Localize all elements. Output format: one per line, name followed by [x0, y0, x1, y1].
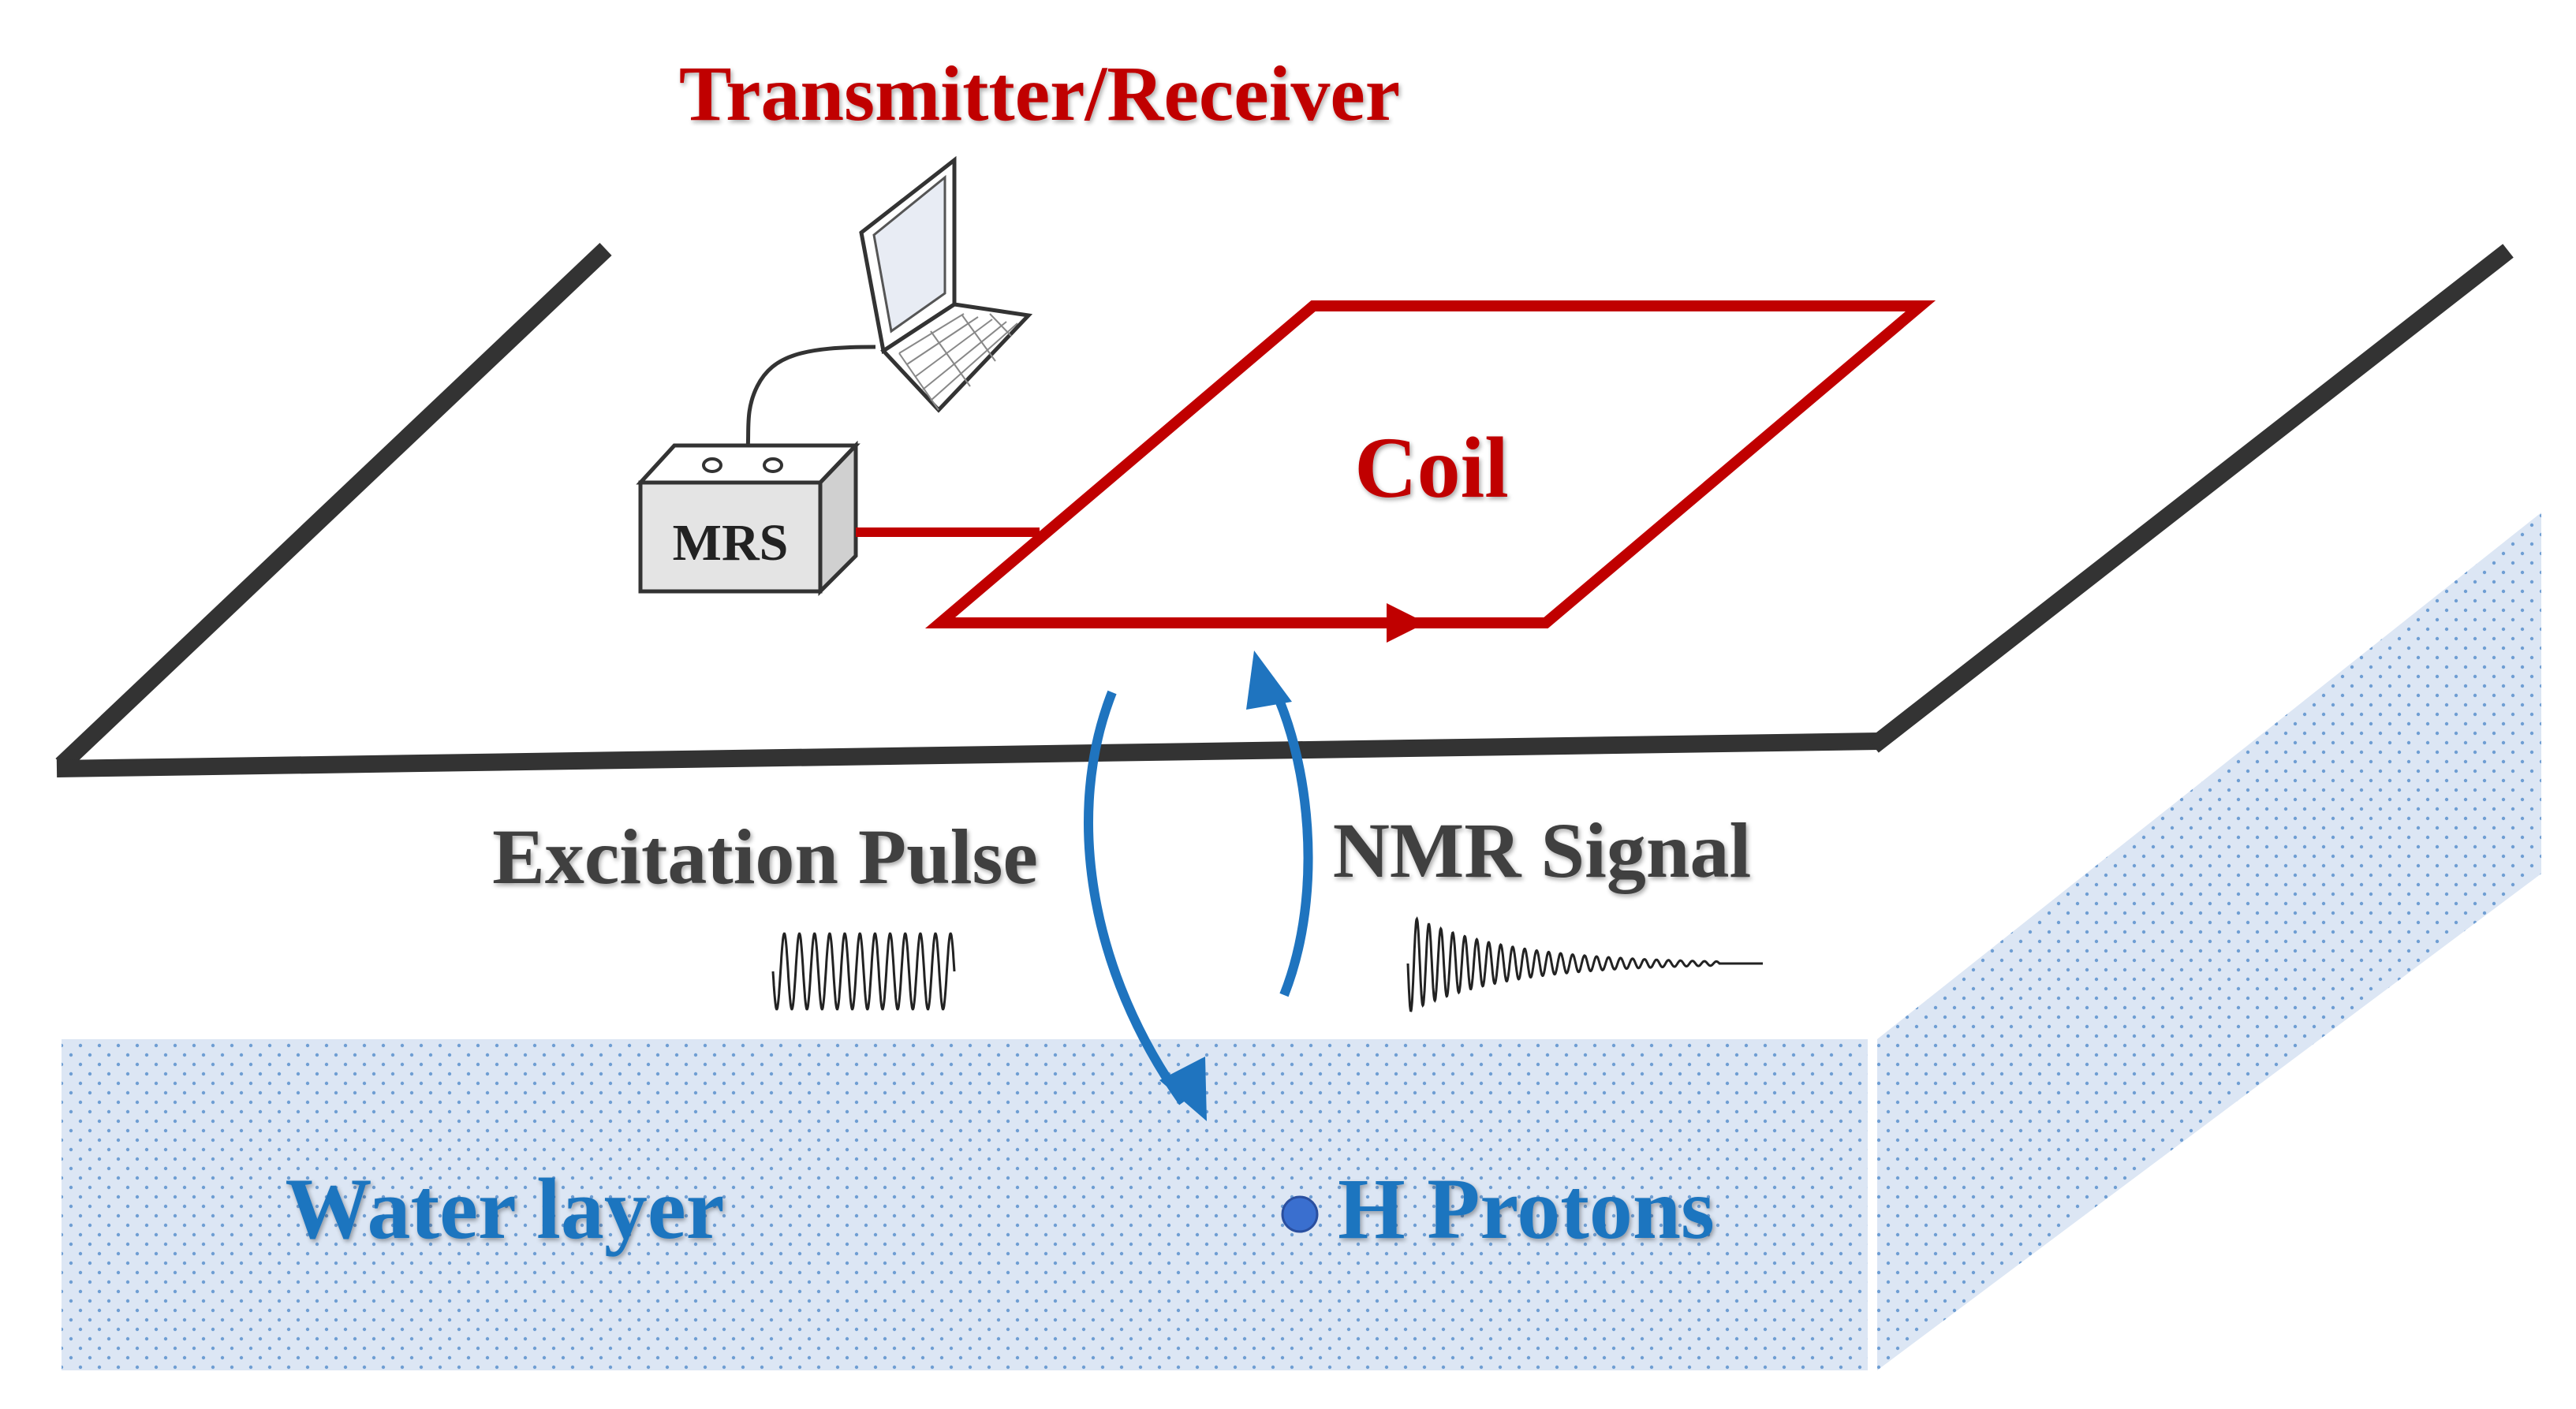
coil-label: Coil: [1354, 419, 1509, 516]
laptop-cable: [745, 345, 876, 450]
excitation-label: Excitation Pulse: [492, 813, 1038, 900]
excitation-waveform: [771, 932, 956, 1011]
device-label: MRS: [673, 514, 789, 572]
water-layer-label: Water layer: [286, 1161, 725, 1257]
signal-arrow: [1265, 677, 1313, 997]
ground-surface: [55, 243, 2514, 777]
nmr-waveform: [1406, 916, 1763, 1012]
water-layer-side: [1877, 513, 2541, 1370]
excitation-arrow: [1084, 690, 1187, 1105]
signal-arrow-head: [1246, 650, 1292, 710]
coil-loop: [924, 300, 1936, 643]
coil-current-arrow: [1387, 603, 1426, 643]
signal-label: NMR Signal: [1333, 807, 1752, 894]
protons-label: H Protons: [1338, 1161, 1715, 1257]
excitation-arrow-head: [1159, 1057, 1207, 1121]
water-layer: [62, 1039, 1868, 1370]
mrs-box-icon: [636, 440, 861, 597]
title-label: Transmitter/Receiver: [679, 50, 1400, 137]
proton-dot: [1281, 1195, 1319, 1233]
laptop-icon: [859, 155, 1033, 413]
